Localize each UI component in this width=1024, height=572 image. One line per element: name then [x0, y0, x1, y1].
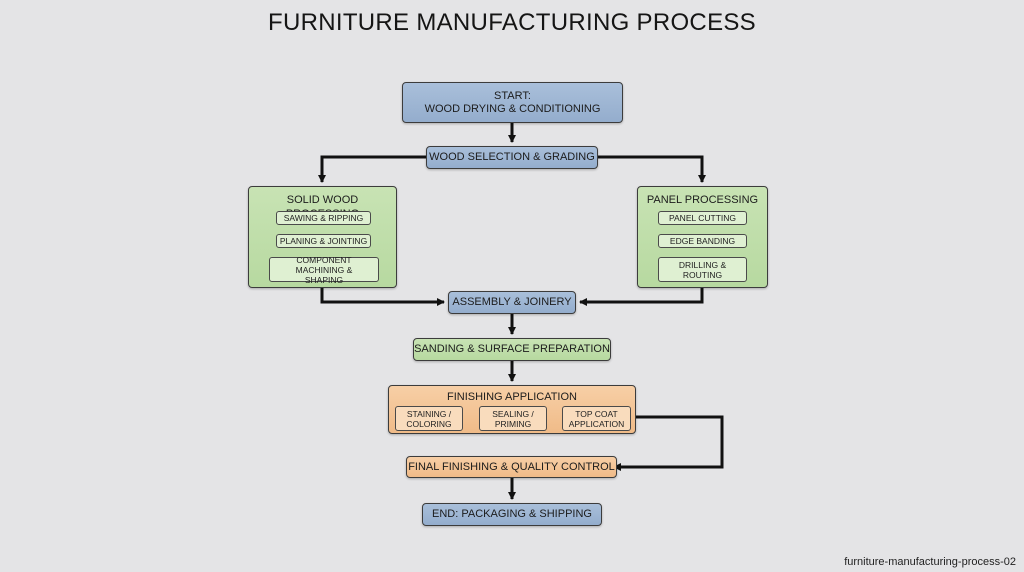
final-finishing-label: FINAL FINISHING & QUALITY CONTROL — [408, 460, 615, 473]
wood-selection-node: WOOD SELECTION & GRADING — [426, 146, 598, 169]
assembly-joinery-node: ASSEMBLY & JOINERY — [448, 291, 576, 314]
sanding-label: SANDING & SURFACE PREPARATION — [414, 343, 610, 355]
panel-processing-group: PANEL PROCESSING PANEL CUTTING EDGE BAND… — [637, 186, 768, 288]
start-node: START: WOOD DRYING & CONDITIONING — [402, 82, 623, 123]
start-node-label-1: START: — [494, 89, 531, 102]
finishing-application-group: FINISHING APPLICATION STAINING / COLORIN… — [388, 385, 636, 434]
arrow-panel-to-assembly — [579, 288, 704, 306]
sanding-node: SANDING & SURFACE PREPARATION — [413, 338, 611, 361]
arrow-solid-to-assembly — [320, 288, 445, 306]
assembly-joinery-label: ASSEMBLY & JOINERY — [452, 296, 572, 308]
final-finishing-node: FINAL FINISHING & QUALITY CONTROL — [406, 456, 617, 478]
footer-label: furniture-manufacturing-process-02 — [844, 556, 1016, 568]
step-panel-cutting: PANEL CUTTING — [658, 211, 747, 225]
end-node: END: PACKAGING & SHIPPING — [422, 503, 602, 526]
arrow-finishing-to-final — [613, 415, 724, 471]
end-node-label: END: PACKAGING & SHIPPING — [432, 508, 592, 520]
step-planing-jointing: PLANING & JOINTING — [276, 234, 371, 248]
diagram-title: FURNITURE MANUFACTURING PROCESS — [268, 9, 756, 36]
panel-processing-title: PANEL PROCESSING — [646, 194, 759, 206]
wood-selection-label: WOOD SELECTION & GRADING — [429, 151, 595, 163]
finishing-application-title: FINISHING APPLICATION — [447, 391, 577, 403]
arrow-selection-to-solid — [318, 155, 426, 183]
arrow-selection-to-panel — [598, 155, 706, 183]
solid-wood-processing-group: SOLID WOOD PROCESSING SAWING & RIPPING P… — [248, 186, 397, 288]
step-component-machining: COMPONENT MACHINING & SHAPING — [269, 255, 379, 285]
step-drilling-routing: DRILLING & ROUTING — [658, 257, 747, 282]
step-sealing-priming: SEALING / PRIMING — [479, 406, 547, 431]
start-node-label-2: WOOD DRYING & CONDITIONING — [424, 102, 601, 115]
step-edge-banding: EDGE BANDING — [658, 234, 747, 248]
step-top-coat-application: TOP COAT APPLICATION — [562, 406, 631, 431]
step-staining-coloring: STAINING / COLORING — [395, 406, 463, 431]
step-sawing-ripping: SAWING & RIPPING — [276, 211, 371, 225]
